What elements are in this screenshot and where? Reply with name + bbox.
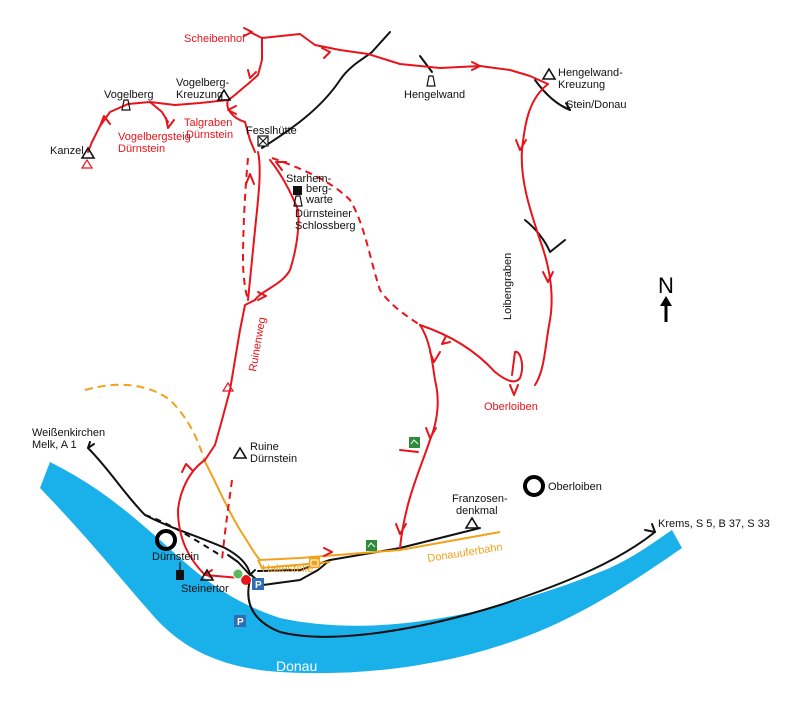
peak-icon xyxy=(464,516,480,529)
bus-stop-icon xyxy=(309,557,320,568)
river-donau xyxy=(40,462,682,674)
label-vogelberg-kreuzung: Vogelberg- xyxy=(176,77,230,89)
label-franzosendenkmal: Franzosen- xyxy=(452,493,508,505)
label-fesslhuette: Fesslhütte xyxy=(246,125,297,137)
peak-icon xyxy=(216,88,232,101)
label-starhembergwarte: Starhem- xyxy=(286,173,332,185)
arrow-weissenkirchen xyxy=(87,441,95,449)
hiking-trails xyxy=(87,31,553,579)
green-signs xyxy=(366,437,420,551)
tower-icon xyxy=(293,195,303,207)
church-icon xyxy=(176,562,184,580)
tower-icon xyxy=(426,75,436,87)
svg-text:Dürnstein: Dürnstein xyxy=(250,453,297,465)
svg-text:N: N xyxy=(658,273,674,298)
label-ruine: Ruine xyxy=(250,441,279,453)
parking-icons: P P xyxy=(234,578,264,628)
svg-text:Kreuzung: Kreuzung xyxy=(558,79,605,91)
svg-text:P: P xyxy=(237,617,244,628)
arrow-krems xyxy=(644,523,656,533)
town-marker-oberloiben xyxy=(523,475,545,497)
sign-icon xyxy=(409,437,420,448)
warning-icon xyxy=(221,381,235,392)
label-donauuferbahn: Donauuferbahn xyxy=(427,541,504,565)
label-weissenkirchen: Weißenkirchen xyxy=(32,427,105,439)
svg-text:Dürnstein: Dürnstein xyxy=(118,143,165,155)
label-steinertor: Steinertor xyxy=(181,583,229,595)
arrow-stein xyxy=(561,102,571,111)
town-marker-duernstein xyxy=(155,529,177,551)
north-arrow-icon: N xyxy=(658,273,674,322)
label-krems: Krems, S 5, B 37, S 33 xyxy=(658,518,770,530)
label-oberloiben: Oberloiben xyxy=(548,481,602,493)
svg-text:Schlossberg: Schlossberg xyxy=(295,220,356,232)
map-labels: Scheibenhof Hengelwand Hengelwand- Kreuz… xyxy=(32,33,770,595)
railway-donauuferbahn xyxy=(84,383,501,570)
parking-icon xyxy=(252,578,264,590)
restaurant-icon xyxy=(293,186,302,195)
peak-icons xyxy=(80,67,557,581)
label-vogelberg: Vogelberg xyxy=(104,89,154,101)
peak-icon xyxy=(199,568,215,581)
label-hengelwand-kreuzung: Hengelwand- xyxy=(558,67,623,79)
peak-icon xyxy=(232,446,248,459)
sign-icon xyxy=(366,540,377,551)
start-point-icon xyxy=(241,575,251,585)
label-ruinenweg: Ruinenweg xyxy=(247,316,268,372)
svg-text:Dürnstein: Dürnstein xyxy=(186,129,233,141)
label-kanzel: Kanzel xyxy=(50,145,84,157)
label-stein-donau: Stein/Donau xyxy=(566,99,627,111)
river-label: Donau xyxy=(276,658,317,674)
svg-text:Kreuzung: Kreuzung xyxy=(176,89,223,101)
info-icon xyxy=(232,568,244,580)
label-haltestelle: Haltestelle xyxy=(262,563,313,575)
svg-text:P: P xyxy=(255,580,262,591)
peak-icon xyxy=(80,146,96,159)
label-duernstein: Dürnstein xyxy=(152,551,199,563)
label-loibengraben: Loibengraben xyxy=(502,253,514,320)
label-oberloiben-trail: Oberloiben xyxy=(484,401,538,413)
warning-icons xyxy=(80,158,235,392)
tower-icon xyxy=(121,99,131,111)
label-hengelwand: Hengelwand xyxy=(404,89,465,101)
label-scheibenhof: Scheibenhof xyxy=(184,33,246,45)
svg-text:berg-: berg- xyxy=(306,183,332,195)
peak-icon xyxy=(541,67,557,80)
label-schlossberg: Dürnsteiner xyxy=(295,208,352,220)
direction-arrows xyxy=(99,27,554,579)
hut-icon xyxy=(257,135,269,147)
svg-text:denkmal: denkmal xyxy=(456,505,498,517)
svg-text:warte: warte xyxy=(305,194,333,206)
tower-icons xyxy=(121,75,436,207)
parking-icon xyxy=(234,615,246,627)
svg-text:Melk, A 1: Melk, A 1 xyxy=(32,439,77,451)
warning-icon xyxy=(80,158,94,169)
label-vogelbergsteig: Vogelbergsteig xyxy=(118,131,191,143)
label-talgraben: Talgraben xyxy=(184,117,232,129)
